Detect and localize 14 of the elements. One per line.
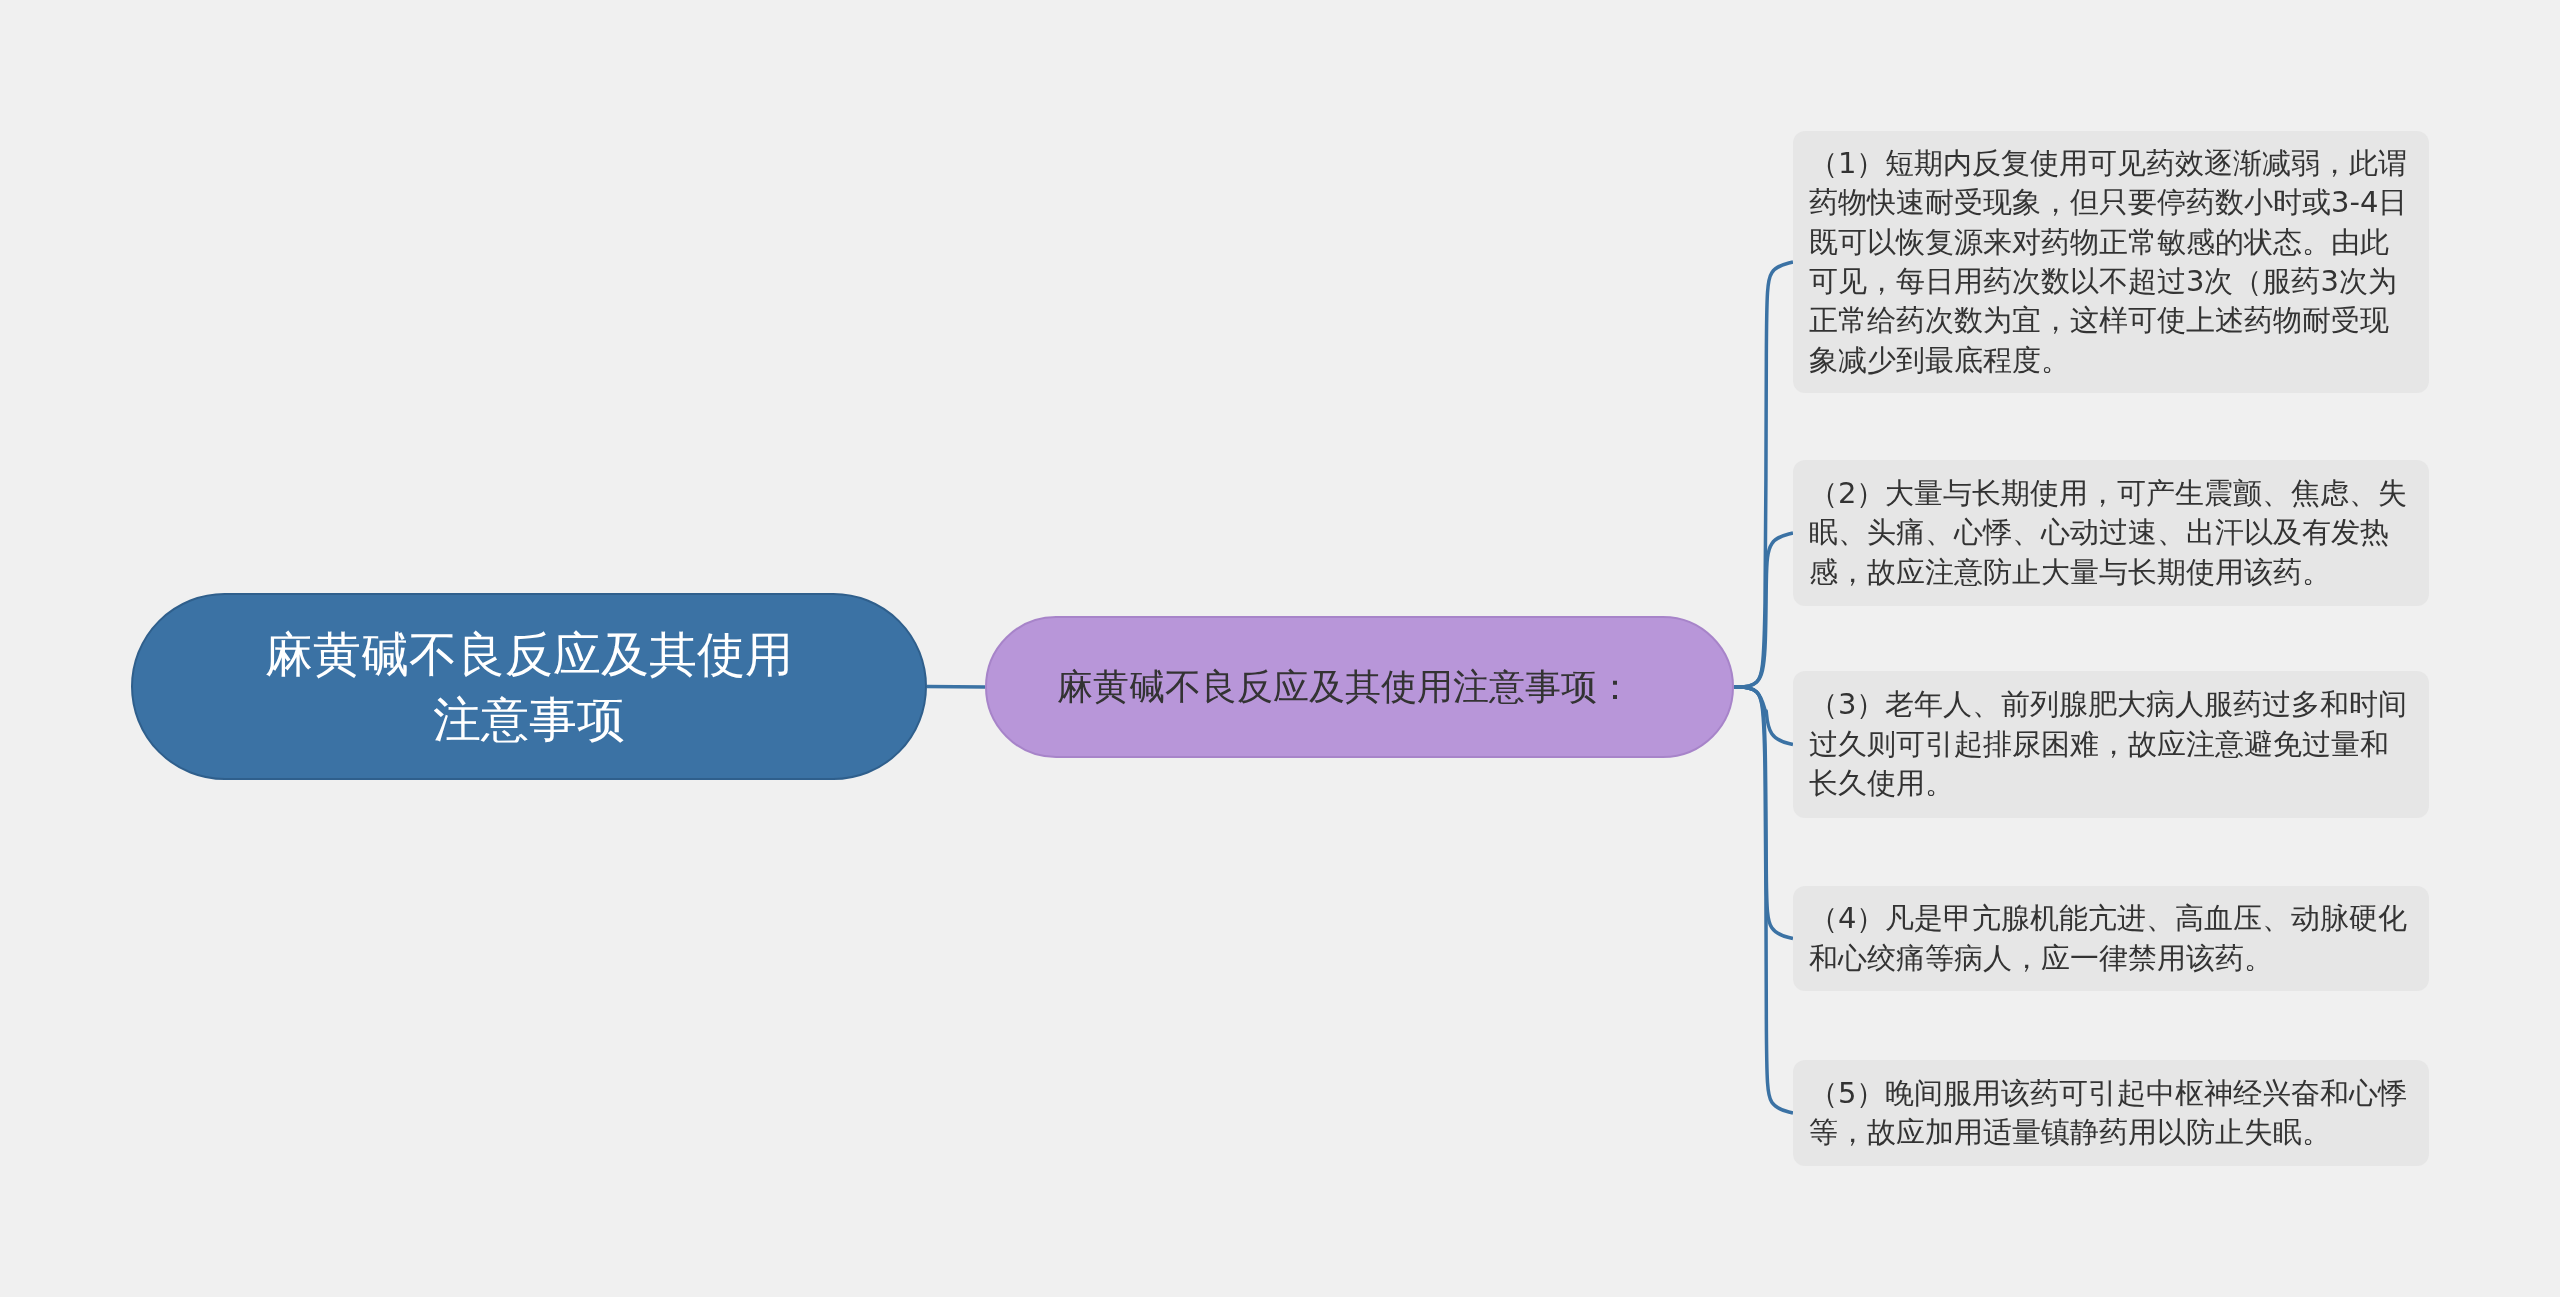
note-card [1793, 671, 2429, 818]
connector-line [1734, 685, 1794, 1115]
node-text: 麻黄碱不良反应及其使用注意事项： [1057, 664, 1633, 709]
node-text: （3）老年人、前列腺肥大病人服药过多和时间过久则可引起排尿困难，故应注意避免过量和长久使用。 [1809, 686, 2409, 803]
node-text: 麻黄碱不良反应及其使用注意事项 [264, 624, 794, 749]
note-card [1793, 886, 2429, 991]
note-card [1793, 1060, 2429, 1166]
node-text: （4）凡是甲亢腺机能亢进、高血压、动脉硬化和心绞痛等病人，应一律禁用该药。 [1809, 900, 2409, 977]
note-card [1793, 131, 2429, 393]
node-text: （5）晚间服用该药可引起中枢神经兴奋和心悸等，故应加用适量镇静药用以防止失眠。 [1809, 1074, 2409, 1151]
node-text: （1）短期内反复使用可见药效逐渐减弱，此谓药物快速耐受现象，但只要停药数小时或3-4日既可以恢复源来对药物正常敏感的状态。由此可见，每日用药次数以不超过3次（服药3次为正常给药次数为宜，这样可使上述药物耐受现象减少到最底程度。 [1809, 144, 2409, 379]
node-text: （2）大量与长期使用，可产生震颤、焦虑、失眠、头痛、心悸、心动过速、出汗以及有发热感，故应注意防止大量与长期使用该药。 [1809, 474, 2409, 591]
connector-line [927, 684, 985, 689]
note-card [1793, 460, 2429, 606]
